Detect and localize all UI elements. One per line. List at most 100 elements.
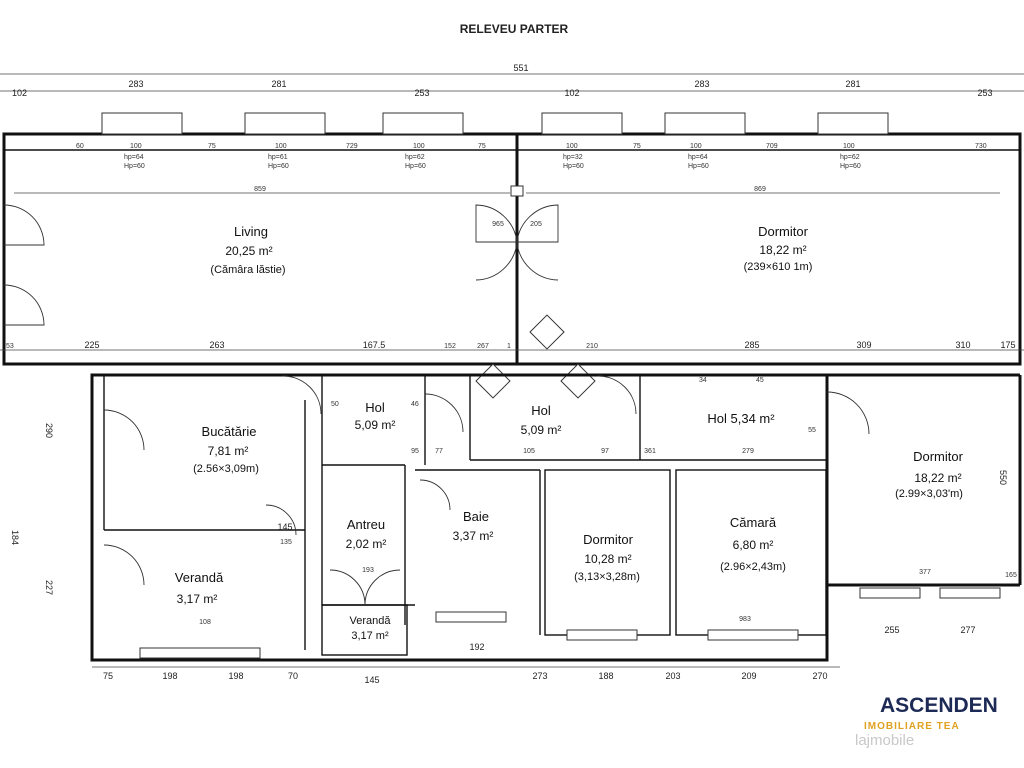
room-antreu: Antreu 2,02 m²: [346, 517, 387, 551]
room-name: Dormitor: [913, 449, 964, 464]
misc-dim: 277: [960, 625, 975, 635]
room-name: Cămară: [730, 515, 777, 530]
room-name: Hol: [531, 403, 551, 418]
window-dim: 100: [690, 143, 702, 150]
window: [101, 112, 183, 135]
room-area: 7,81 m²: [208, 444, 249, 458]
window-Hp: Hp=60: [124, 163, 145, 170]
mid-dim: 1: [507, 343, 511, 350]
room-veranda-1: Verandă 3,17 m²: [175, 570, 224, 606]
room-name: Hol 5,34 m²: [707, 411, 775, 426]
window: [139, 647, 261, 659]
window-hp: hp=62: [405, 154, 425, 161]
misc-dim: 50: [331, 401, 339, 408]
room-area: 6,80 m²: [733, 538, 774, 552]
window-hp: hp=64: [124, 154, 144, 161]
structural-diamonds: [475, 314, 596, 399]
exterior-walls: [2, 132, 1022, 366]
living-width-dim: 859: [254, 186, 266, 193]
door-dim: 205: [530, 221, 542, 228]
room-dormitor-3: Dormitor 10,28 m² (3,13×3,28m): [574, 532, 640, 583]
misc-dim: 192: [469, 642, 484, 652]
misc-dim: 550: [998, 470, 1008, 485]
room-baie: Baie 3,37 m²: [453, 509, 494, 543]
misc-dim: 193: [362, 567, 374, 574]
room-dormitor-1: Dormitor 18,22 m² (239×610 1m): [744, 224, 813, 273]
window-dim: 730: [975, 143, 987, 150]
window: [382, 112, 464, 135]
window: [859, 587, 921, 599]
misc-dim: 279: [742, 448, 754, 455]
window-hp: hp=61: [268, 154, 288, 161]
central-double-door: 965 205: [475, 185, 559, 281]
window-hp: hp=32: [563, 154, 583, 161]
window-hp: hp=64: [688, 154, 708, 161]
room-veranda-2: Verandă 3,17 m²: [350, 615, 392, 642]
window-dim: 75: [633, 143, 641, 150]
misc-dim: 361: [644, 448, 656, 455]
top-dim-label: 253: [977, 88, 992, 98]
misc-dim: 377: [919, 569, 931, 576]
window: [939, 587, 1001, 599]
door-frame: [510, 185, 524, 197]
room-name: Living: [234, 224, 268, 239]
brand-name: ASCENDEN: [880, 694, 998, 717]
room-area: 10,28 m²: [584, 552, 631, 566]
window: [435, 611, 507, 623]
room-area: 18,22 m²: [914, 471, 961, 485]
window-dim: 100: [130, 143, 142, 150]
room-sub: (239×610 1m): [744, 261, 813, 273]
bottom-dim: 270: [812, 671, 827, 681]
watermark: lajmobile: [855, 732, 914, 749]
plan-title: RELEVEU PARTER: [460, 22, 569, 36]
mid-dim: 267: [477, 343, 489, 350]
top-windows: [101, 112, 889, 135]
misc-dim: 46: [411, 401, 419, 408]
misc-dim: 145: [277, 522, 292, 532]
room-name: Dormitor: [758, 224, 809, 239]
lower-windows: [139, 587, 1001, 659]
lower-door-arcs: [103, 375, 870, 606]
bottom-dim: 203: [665, 671, 680, 681]
room-name: Bucătărie: [202, 424, 257, 439]
room-living: Living 20,25 m² (Cămâra lăstie): [210, 224, 285, 276]
bottom-dim: 198: [162, 671, 177, 681]
room-area: 3,37 m²: [453, 529, 494, 543]
mid-dim: 225: [84, 340, 99, 350]
bottom-dim: 145: [364, 675, 379, 685]
mid-dim: 285: [744, 340, 759, 350]
top-dim-label: 281: [271, 79, 286, 89]
window-hp: hp=62: [840, 154, 860, 161]
window-dim: 100: [413, 143, 425, 150]
window-dim: 100: [275, 143, 287, 150]
left-entry-doors: [3, 204, 45, 326]
door-dim: 965: [492, 221, 504, 228]
room-area: 3,17 m²: [177, 592, 218, 606]
window-dim: 75: [208, 143, 216, 150]
room-name: Verandă: [175, 570, 224, 585]
room-area: 20,25 m²: [225, 244, 272, 258]
mid-dim: 309: [856, 340, 871, 350]
misc-dim: 165: [1005, 572, 1017, 579]
room-sub: (2.99×3,03'm): [895, 488, 963, 500]
room-area: 5,09 m²: [521, 423, 562, 437]
misc-dim: 184: [10, 530, 20, 545]
top-dim-label: 102: [12, 88, 27, 98]
brand-tagline: IMOBILIARE TEA: [864, 721, 960, 732]
room-sub: (3,13×3,28m): [574, 571, 640, 583]
bottom-dim: 198: [228, 671, 243, 681]
window-dimension-row: 60 100 75 100 729 100 75 100 75 100 709 …: [76, 143, 987, 150]
window: [664, 112, 746, 135]
room-hol-3: Hol 5,34 m²: [707, 411, 775, 426]
misc-dim: 108: [199, 619, 211, 626]
window-dim: 60: [76, 143, 84, 150]
room-area: 2,02 m²: [346, 537, 387, 551]
room-hol-2: Hol 5,09 m²: [521, 403, 562, 437]
window-dim: 100: [843, 143, 855, 150]
window-Hp: Hp=60: [840, 163, 861, 170]
misc-dim: 77: [435, 448, 443, 455]
room-camara: Cămară 6,80 m² (2.96×2,43m): [720, 515, 786, 573]
dormitor-width-dim: 869: [754, 186, 766, 193]
window: [541, 112, 623, 135]
